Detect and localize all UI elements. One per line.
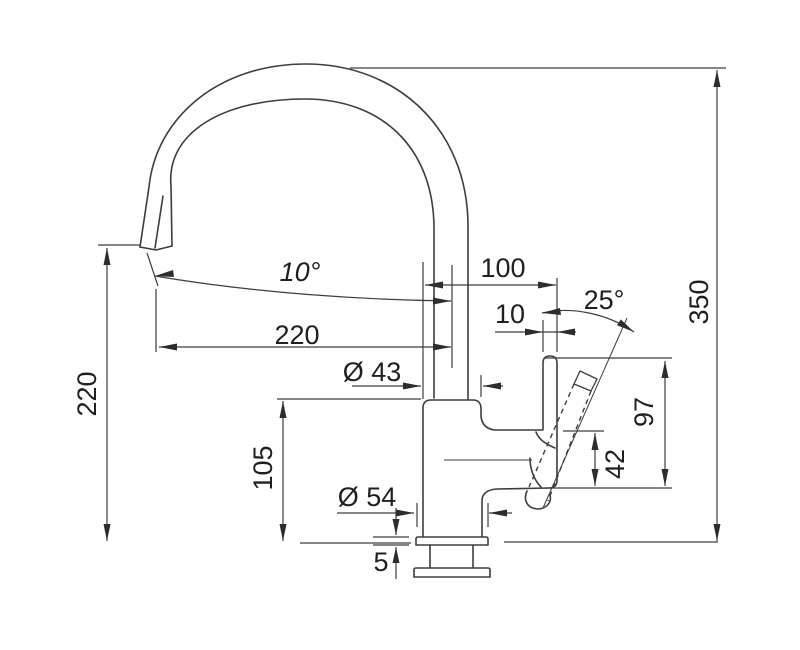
label-spout-reach: 220 (274, 320, 319, 350)
faucet-base (413, 536, 491, 578)
dimension-labels: 10° 100 25° 350 220 Ø 43 10 220 105 42 9… (72, 253, 714, 577)
label-lever-pivot-height: 42 (600, 449, 630, 479)
dimension-arrows (103, 70, 721, 563)
label-lever-top-height: 97 (629, 397, 659, 427)
label-outlet-height: 220 (72, 371, 102, 416)
spout-arc (139, 63, 469, 400)
label-base-diameter: Ø 54 (338, 482, 397, 512)
label-spout-axis-reach: 100 (480, 253, 525, 283)
label-base-plate-thickness: 5 (373, 547, 388, 577)
label-overall-height: 350 (684, 279, 714, 324)
label-lever-angle: 25° (584, 285, 625, 315)
label-lever-offset: 10 (495, 299, 525, 329)
label-body-height: 105 (248, 445, 278, 490)
handle-lever (528, 317, 628, 509)
label-spout-stream-angle: 10° (280, 257, 321, 287)
label-neck-diameter: Ø 43 (343, 357, 402, 387)
faucet-body-outline (422, 355, 558, 538)
dimension-lines (98, 67, 726, 579)
